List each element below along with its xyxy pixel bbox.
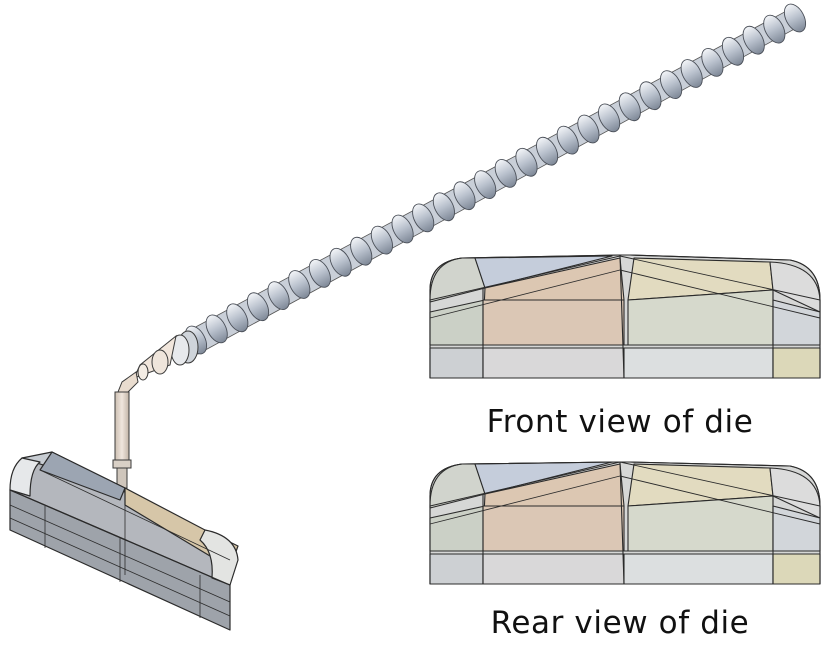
screw-flight [391, 214, 414, 244]
screw-flight [246, 292, 270, 322]
screw-flight [350, 236, 373, 266]
screw-flight [267, 281, 290, 310]
front-view-caption: Front view of die [486, 404, 754, 440]
screw-flight [721, 36, 745, 66]
screw-flight [536, 136, 559, 166]
rear-view-caption: Rear view of die [490, 605, 750, 641]
screw-flight [618, 92, 641, 122]
screw-flight [515, 147, 538, 177]
screw-flight [288, 270, 311, 299]
screw-flight [742, 25, 765, 55]
front-view-die [429, 254, 821, 379]
screw-flight [474, 170, 497, 199]
melt-pipe [112, 391, 132, 489]
extruder-screw [184, 3, 807, 355]
screw-flight [205, 314, 228, 344]
screw-flight [639, 81, 662, 111]
screw-flight [308, 259, 331, 288]
screw-flight [412, 203, 435, 233]
screw-flight [763, 14, 786, 44]
screw-flight [432, 192, 455, 222]
screw-flight [329, 247, 352, 277]
die-isometric [9, 451, 239, 631]
screw-flight [783, 3, 807, 33]
screw-flight [556, 125, 579, 155]
screw-flight [494, 159, 517, 188]
screw-flight [701, 48, 724, 77]
screw-flight [226, 303, 249, 333]
screw-flight [598, 103, 621, 133]
screw-flight [680, 59, 703, 88]
adapter-connector [117, 330, 199, 393]
screw-flight [660, 70, 683, 99]
screw-flight [577, 114, 600, 144]
screw-flight [453, 181, 476, 211]
screw-flight [370, 225, 393, 255]
rear-view-die [429, 461, 821, 585]
